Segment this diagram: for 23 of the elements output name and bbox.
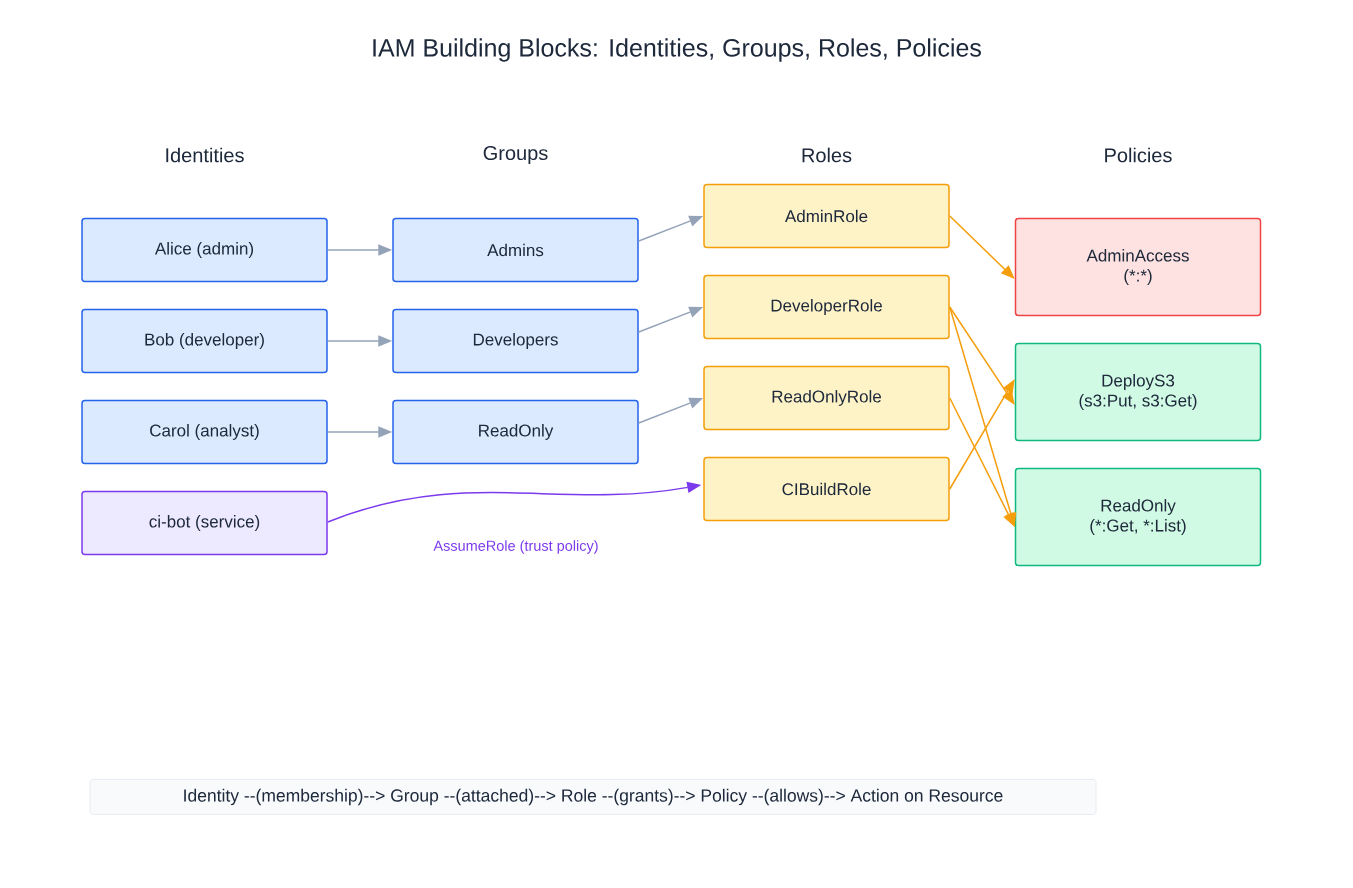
- arrow: [949, 306, 1015, 405]
- legend-box: Identity --(membership)--> Group --(attached)--> Role --(grants)--> Policy --(allows)--> Action on Resource: [89, 779, 1097, 815]
- role-box: ReadOnlyRole: [703, 365, 950, 431]
- identity-box: Bob (developer): [81, 308, 328, 374]
- column-heading: Groups: [483, 145, 548, 165]
- policy-box: DeployS3 (s3:Put, s3:Get): [1014, 342, 1262, 442]
- column-heading: Identities: [166, 147, 244, 163]
- edge-label: AssumeRole (trust policy): [432, 539, 600, 555]
- arrow: [949, 215, 1015, 279]
- column-heading: Policies: [1105, 147, 1172, 163]
- policy-box: AdminAccess (*:*): [1014, 217, 1262, 317]
- title: IAM Building Blocks: Identities, Groups, Roles, Policies: [373, 38, 981, 62]
- role-box: AdminRole: [703, 183, 950, 249]
- policy-box: ReadOnly (*:Get, *:List): [1014, 467, 1262, 567]
- column-heading: Roles: [802, 147, 852, 163]
- role-box: CIBuildRole: [703, 456, 950, 522]
- group-box: Developers: [392, 308, 639, 374]
- identity-box: Alice (admin): [81, 217, 328, 283]
- group-box: ReadOnly: [392, 399, 639, 465]
- identity-box: Carol (analyst): [81, 399, 328, 465]
- service-box: ci-bot (service): [81, 490, 328, 556]
- group-box: Admins: [392, 217, 639, 283]
- role-box: DeveloperRole: [703, 274, 950, 340]
